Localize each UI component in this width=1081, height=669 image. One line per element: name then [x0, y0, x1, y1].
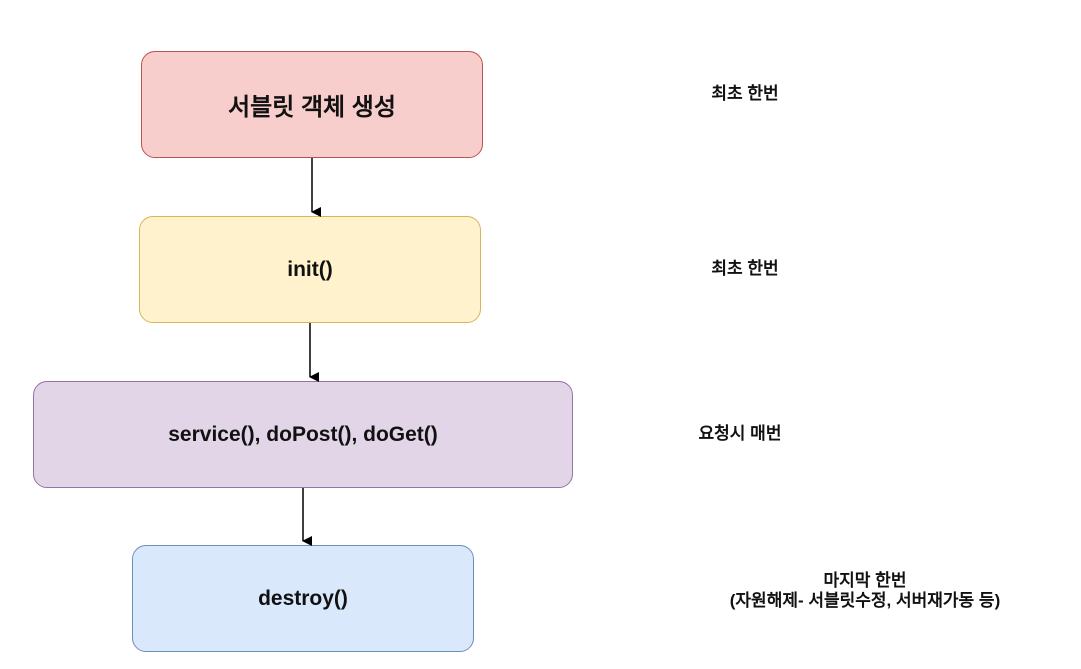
note-last-once-line2: (자원해제- 서블릿수정, 서버재가동 등): [729, 591, 1001, 610]
step-service: service(), doPost(), doGet(): [33, 381, 573, 488]
note-last-once: 마지막 한번 (자원해제- 서블릿수정, 서버재가동 등): [670, 571, 1060, 611]
step-destroy: destroy(): [132, 545, 474, 652]
note-every-request: 요청시 매번: [698, 424, 782, 443]
note-last-once-line1: 마지막 한번: [823, 571, 907, 590]
note-first-once-init: 최초 한번: [711, 259, 779, 278]
note-first-once: 최초 한번: [711, 84, 779, 103]
step-init: init(): [139, 216, 481, 323]
step-servlet-create: 서블릿 객체 생성: [141, 51, 483, 158]
